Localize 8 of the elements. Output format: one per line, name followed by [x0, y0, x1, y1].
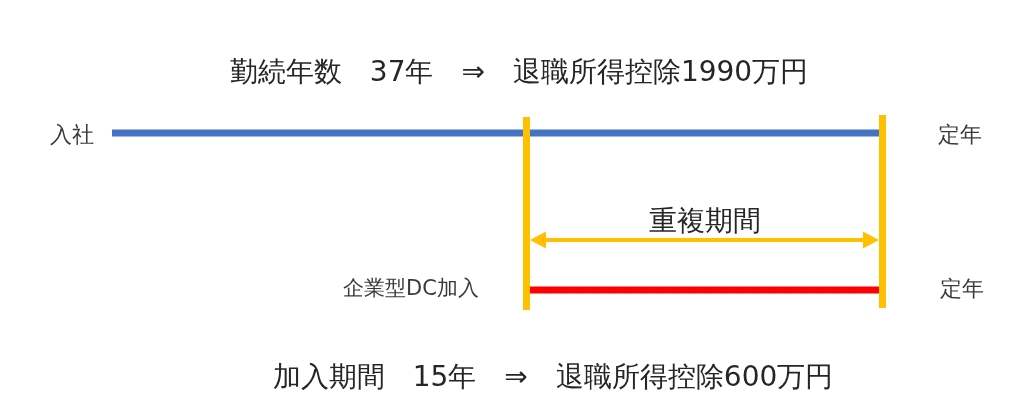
summary-text: 勤続年数 37年 ⇒ 退職所得控除1990万円: [229, 55, 809, 89]
timeline-label: 企業型DC加入: [343, 275, 479, 301]
timeline-line: [529, 286, 882, 294]
summary-text: 加入期間 15年 ⇒ 退職所得控除600万円: [272, 360, 834, 394]
dimension-label: 重複期間: [649, 204, 761, 238]
timeline-label: 定年: [940, 276, 984, 302]
timeline-label: 定年: [938, 122, 982, 148]
timeline-label: 入社: [50, 122, 94, 148]
